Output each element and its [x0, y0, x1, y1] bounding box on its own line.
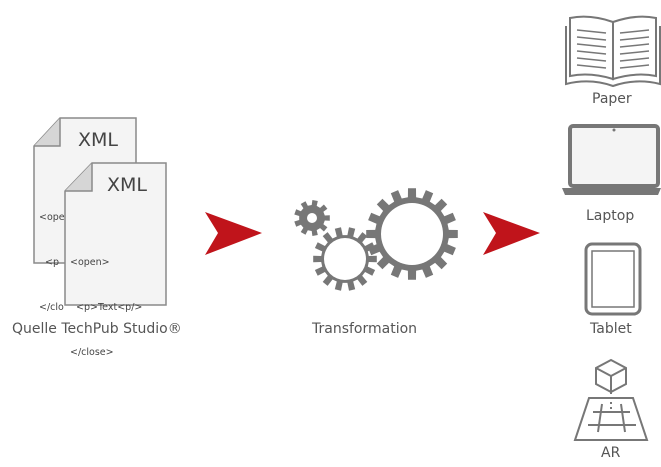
large-gear-icon	[366, 188, 458, 280]
doc-front-line-2: <p>Text<p/>	[70, 302, 143, 313]
medium-gear-icon	[313, 227, 377, 291]
output-label-tablet: Tablet	[590, 321, 632, 337]
doc-back-title: XML	[78, 129, 118, 151]
doc-front-line-3: </close>	[70, 347, 114, 358]
output-label-paper: Paper	[592, 91, 632, 107]
output-label-ar: AR	[601, 445, 621, 461]
doc-front-title: XML	[107, 174, 147, 196]
output-label-laptop: Laptop	[586, 208, 635, 224]
doc-back-line-1: <ope	[39, 212, 65, 223]
doc-front-code: <open> <p>Text<p/> </close>	[70, 225, 142, 390]
source-caption: Quelle TechPub Studio®	[12, 321, 182, 337]
doc-back-line-2: <p	[39, 257, 60, 268]
small-gear-icon	[294, 200, 330, 236]
doc-back-code: <ope <p </clo	[39, 180, 65, 345]
doc-back-line-3: </clo	[39, 302, 64, 313]
doc-front-line-1: <open>	[70, 257, 110, 268]
process-caption: Transformation	[312, 321, 418, 337]
